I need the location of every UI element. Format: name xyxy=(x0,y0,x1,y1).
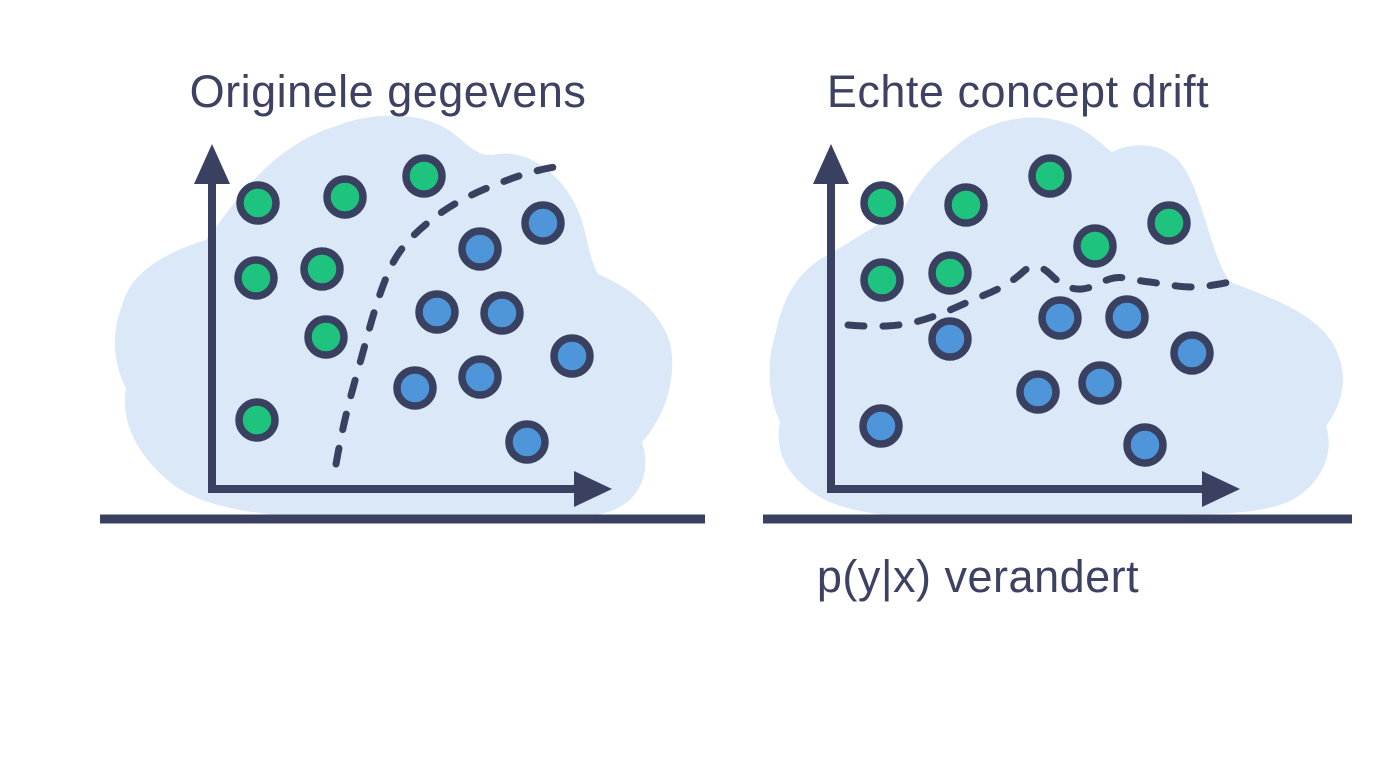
right-axis-lines xyxy=(827,178,1206,493)
left-x-axis-arrow-icon xyxy=(574,471,612,507)
data-point xyxy=(860,258,904,302)
data-point xyxy=(304,315,348,359)
data-point xyxy=(402,154,446,198)
left-axes xyxy=(194,144,612,507)
right-panel-caption: p(y|x) verandert xyxy=(816,551,1140,602)
data-point xyxy=(480,291,524,335)
left-axis-lines xyxy=(208,178,578,493)
data-point xyxy=(1105,295,1149,339)
data-point xyxy=(1028,154,1072,198)
data-point xyxy=(1170,331,1214,375)
data-point xyxy=(1073,224,1117,268)
data-point xyxy=(505,420,549,464)
right-y-axis-arrow-icon xyxy=(813,144,849,184)
data-point xyxy=(458,227,502,271)
data-point xyxy=(300,247,344,291)
data-point xyxy=(1016,370,1060,414)
data-point xyxy=(235,398,279,442)
data-point xyxy=(944,183,988,227)
right-x-axis-arrow-icon xyxy=(1202,471,1240,507)
data-point xyxy=(458,355,502,399)
data-point xyxy=(928,317,972,361)
data-point xyxy=(859,404,903,448)
data-point xyxy=(860,181,904,225)
left-green-dots xyxy=(234,154,446,442)
data-point xyxy=(415,290,459,334)
data-point xyxy=(1123,423,1167,467)
left-blue-dots xyxy=(393,201,594,464)
data-point xyxy=(928,251,972,295)
right-axes xyxy=(813,144,1240,507)
right-blue-dots xyxy=(859,295,1214,467)
data-point xyxy=(1078,361,1122,405)
data-point xyxy=(234,256,278,300)
left-y-axis-arrow-icon xyxy=(194,144,230,184)
left-panel-title: Originele gegevens xyxy=(189,66,587,117)
data-point xyxy=(550,334,594,378)
right-green-dots xyxy=(860,154,1191,302)
data-point xyxy=(236,181,280,225)
left-decision-boundary xyxy=(332,161,572,468)
data-point xyxy=(521,201,565,245)
data-point xyxy=(323,175,367,219)
data-point xyxy=(1147,201,1191,245)
data-point xyxy=(393,366,437,410)
data-point xyxy=(1038,296,1082,340)
right-panel-title: Echte concept drift xyxy=(826,66,1210,117)
